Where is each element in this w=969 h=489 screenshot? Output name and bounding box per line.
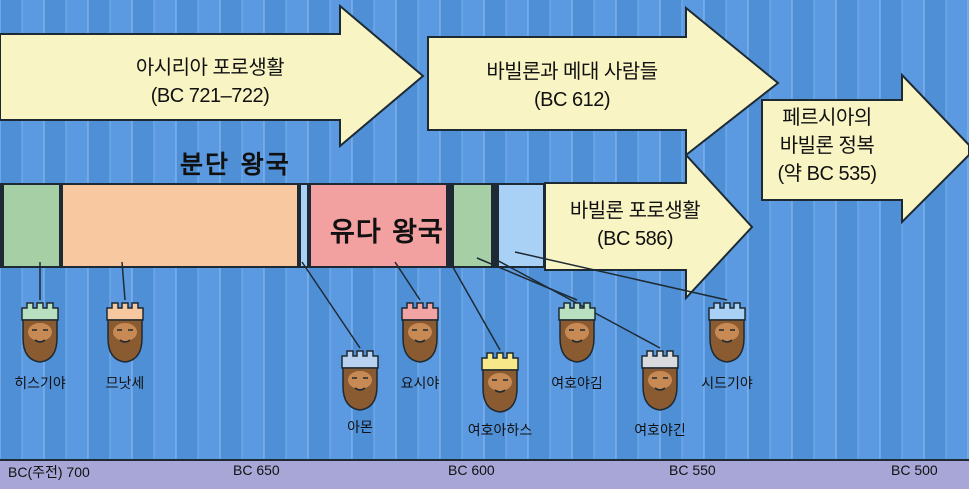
- persian-line1: 페르시아의: [782, 107, 872, 129]
- reign-josiah: [309, 183, 448, 268]
- reign-hezekiah: [2, 183, 61, 268]
- king-name: 여호야김: [551, 375, 603, 391]
- king-name: 아몬: [347, 419, 373, 435]
- babylon-captivity-arrow-text: 바빌론 포로생활 (BC 586): [545, 197, 725, 253]
- connector-line: [449, 261, 501, 351]
- king-icon: [641, 350, 679, 411]
- persian-line2: 바빌론 정복: [779, 135, 875, 157]
- connector-line: [514, 251, 728, 301]
- reign-manasseh: [61, 183, 299, 268]
- connector-line: [394, 261, 421, 301]
- persian-date: (약 BC 535): [777, 163, 878, 185]
- time-axis: [0, 459, 969, 489]
- king-icon: [106, 302, 144, 363]
- connector-line: [301, 261, 361, 349]
- king-name: 히스기야: [14, 375, 66, 391]
- babylon-captivity-title: 바빌론 포로생활: [569, 200, 701, 222]
- babylon-captivity-arrow: [544, 152, 754, 301]
- king-name: 여호야긴: [634, 422, 686, 438]
- assyrian-arrow-text: 아시리아 포로생활 (BC 721–722): [100, 54, 320, 110]
- persian-arrow-text: 페르시아의 바빌론 정복 (약 BC 535): [752, 104, 902, 188]
- king-name: 므낫세: [105, 375, 145, 391]
- reign-jehoiachin: [493, 183, 497, 268]
- king-icon: [401, 302, 439, 363]
- king-icon: [21, 302, 59, 363]
- king-icon: [708, 302, 746, 363]
- king-name: 여호아하스: [467, 422, 533, 438]
- babylon-medes-arrow: [427, 5, 780, 158]
- king-name: 시드기야: [701, 375, 753, 391]
- babylon-medes-title: 바빌론과 메대 사람들: [486, 61, 658, 83]
- assyrian-arrow: [0, 3, 425, 149]
- babylon-captivity-date: (BC 586): [596, 228, 674, 250]
- judah-kingdom-label: 유다 왕국: [330, 217, 444, 248]
- connector-line: [476, 257, 578, 301]
- king-name: 요시야: [400, 375, 440, 391]
- king-icon: [481, 352, 519, 413]
- assyrian-date: (BC 721–722): [150, 85, 270, 107]
- king-icon: [341, 350, 379, 411]
- babylon-medes-date: (BC 612): [533, 89, 611, 111]
- tick-600: BC 600: [448, 462, 495, 478]
- reign-jehoahaz: [448, 183, 452, 268]
- tick-650: BC 650: [233, 462, 280, 478]
- babylon-medes-arrow-text: 바빌론과 메대 사람들 (BC 612): [462, 58, 682, 114]
- reign-jehoiakim: [452, 183, 493, 268]
- king-icon: [558, 302, 596, 363]
- divided-kingdom-label: 분단 왕국: [180, 150, 291, 179]
- tick-550: BC 550: [669, 462, 716, 478]
- tick-700: BC(주전) 700: [8, 464, 90, 480]
- tick-500: BC 500: [891, 462, 938, 478]
- reign-amon: [299, 183, 309, 268]
- connector-line: [121, 261, 126, 301]
- assyrian-title: 아시리아 포로생활: [135, 57, 285, 79]
- persian-arrow: [761, 72, 969, 225]
